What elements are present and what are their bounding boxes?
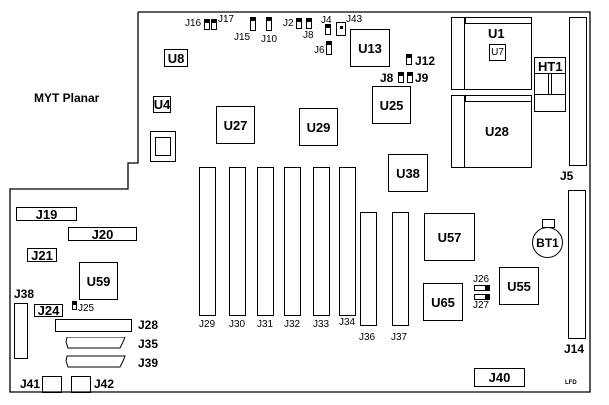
chip-u27: U27 [216, 106, 255, 144]
jumper-label-j6: J6 [314, 45, 325, 56]
jumper-j4[interactable] [325, 24, 331, 35]
slot-label-j36: J36 [359, 332, 376, 343]
jumper-j15[interactable] [250, 17, 256, 31]
connector-j28 [55, 319, 132, 332]
jumper-label-j17: J17 [218, 14, 235, 25]
board-title: MYT Planar [34, 91, 100, 105]
jumper-label-j10: J10 [261, 34, 278, 45]
connector-j39 [65, 355, 126, 368]
chip-u65: U65 [423, 283, 463, 321]
jumper-label-j15: J15 [234, 32, 251, 43]
chip-u4: U4 [153, 96, 171, 113]
chip-u25: U25 [372, 86, 411, 124]
chip-u29: U29 [299, 108, 338, 146]
connector-label-j39: J39 [138, 356, 159, 370]
jumper-label-j16: J16 [185, 18, 202, 29]
connector-j41 [42, 376, 62, 393]
dsub-connectors [65, 337, 126, 368]
connector-j24: J24 [34, 303, 63, 318]
jumper-j17[interactable] [211, 19, 217, 30]
jumper-label-j4: J4 [321, 15, 332, 26]
chip-u38: U38 [388, 154, 428, 192]
jumper-label-j26: J26 [473, 274, 490, 285]
heatsink-ht1: HT1 [534, 57, 566, 112]
slot-j32 [284, 167, 301, 316]
connector-j19: J19 [16, 207, 77, 222]
chip-u13: U13 [350, 29, 390, 67]
slot-j36 [360, 212, 377, 326]
jumper-j2[interactable] [296, 18, 302, 29]
connector-j38 [14, 303, 28, 359]
socket [150, 131, 176, 162]
chip-u59: U59 [79, 262, 118, 300]
connector-label-j41: J41 [20, 377, 41, 391]
slot-j37 [392, 212, 409, 326]
slot-label-j34: J34 [339, 317, 356, 328]
jumper-label-j8: J8 [380, 71, 394, 85]
connector-label-j14: J14 [564, 342, 585, 356]
connector-j40: J40 [474, 368, 525, 387]
jumper-j26[interactable] [474, 285, 490, 291]
slot-label-j32: J32 [284, 319, 301, 330]
chip-u1: U1 U7 [451, 17, 532, 90]
jumper-j6[interactable] [326, 41, 332, 55]
slot-j30 [229, 167, 246, 316]
jumper-j27[interactable] [474, 294, 490, 300]
jumper-j10[interactable] [266, 17, 272, 31]
slot-j29 [199, 167, 216, 316]
connector-j21: J21 [27, 248, 57, 263]
battery-bt1: BT1 [532, 227, 563, 258]
jumper-label-j9: J9 [415, 71, 429, 85]
jumper-label-j12: J12 [415, 54, 436, 68]
slot-j31 [257, 167, 274, 316]
jumper-j16[interactable] [204, 19, 210, 30]
jumper-j12[interactable] [406, 54, 412, 65]
slot-label-j30: J30 [229, 319, 246, 330]
chip-u8: U8 [164, 49, 188, 67]
slot-j34 [339, 167, 356, 316]
connector-label-j28: J28 [138, 318, 159, 332]
chip-u7: U7 [489, 44, 506, 61]
jumper-label-j43: J43 [346, 14, 363, 25]
connector-label-j35: J35 [138, 337, 159, 351]
footer-code: LFD [565, 380, 577, 386]
slot-j33 [313, 167, 330, 316]
jumper-j8[interactable] [398, 72, 404, 83]
connector-j14 [568, 190, 586, 339]
connector-j35 [65, 337, 126, 349]
connector-j42 [71, 376, 91, 393]
jumper-label-j2: J2 [283, 18, 294, 29]
jumper-j25[interactable] [72, 301, 77, 310]
slot-label-j31: J31 [257, 319, 274, 330]
connector-j20: J20 [68, 227, 137, 242]
connector-label-j5: J5 [560, 169, 574, 183]
slot-label-j37: J37 [391, 332, 408, 343]
slot-label-j33: J33 [313, 319, 330, 330]
chip-u28: U28 [451, 95, 532, 168]
connector-label-j38: J38 [14, 287, 35, 301]
jumper-j9[interactable] [407, 72, 413, 83]
connector-label-j42: J42 [94, 377, 115, 391]
jumper-label-j8-top: J8 [303, 30, 314, 41]
chip-u55: U55 [499, 267, 539, 305]
chip-u57: U57 [424, 213, 475, 261]
jumper-j8-top[interactable] [306, 18, 312, 29]
jumper-label-j27: J27 [473, 300, 490, 311]
slot-label-j29: J29 [199, 319, 216, 330]
jumper-j43[interactable] [336, 22, 346, 36]
connector-j5 [569, 17, 587, 166]
jumper-label-j25: J25 [78, 303, 95, 314]
